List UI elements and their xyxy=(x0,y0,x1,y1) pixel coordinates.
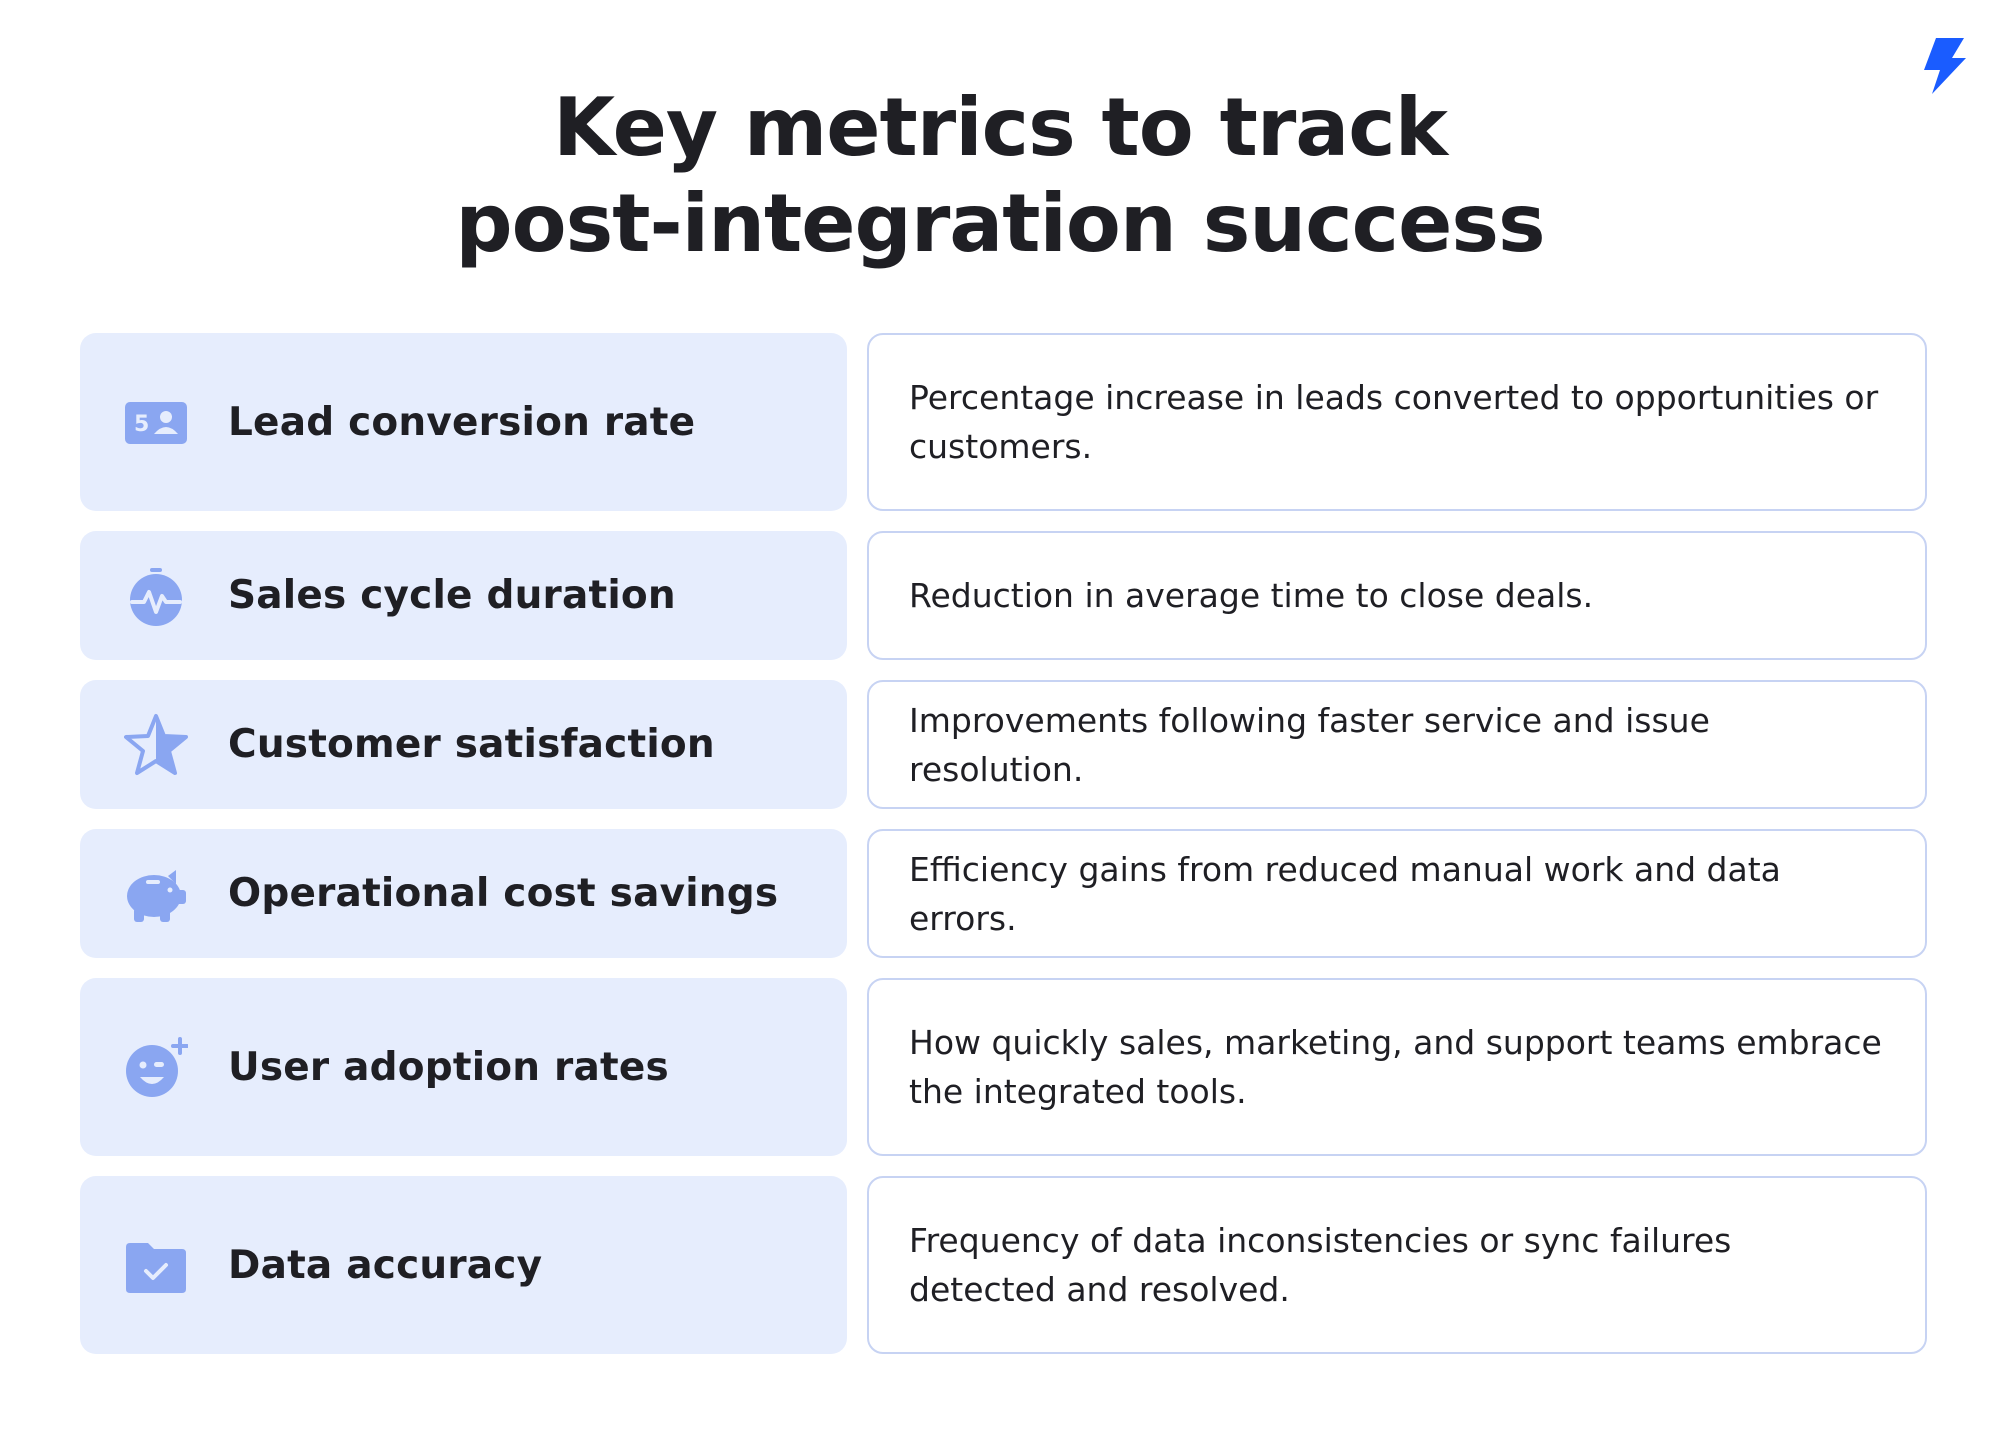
metric-label-card: 5 Lead conversion rate xyxy=(80,333,847,511)
lightning-logo-icon xyxy=(1918,38,1968,94)
metrics-table: 5 Lead conversion rate Percentage increa… xyxy=(80,333,1927,1374)
metric-row: Sales cycle duration Reduction in averag… xyxy=(80,531,1927,660)
metric-description: Reduction in average time to close deals… xyxy=(909,576,1594,615)
folder-check-icon xyxy=(124,1233,188,1297)
id-card-icon: 5 xyxy=(124,390,188,454)
page-title: Key metrics to track post-integration su… xyxy=(0,80,2000,272)
metric-label: Lead conversion rate xyxy=(228,399,696,445)
metric-label-card: Data accuracy xyxy=(80,1176,847,1354)
metric-description-card: Efficiency gains from reduced manual wor… xyxy=(867,829,1927,958)
metric-description: Frequency of data inconsistencies or syn… xyxy=(909,1221,1732,1309)
metric-row: Operational cost savings Efficiency gain… xyxy=(80,829,1927,958)
metric-label: Sales cycle duration xyxy=(228,573,676,618)
metric-label-card: User adoption rates xyxy=(80,978,847,1156)
metric-label: Data accuracy xyxy=(228,1242,543,1288)
metric-row: Data accuracy Frequency of data inconsis… xyxy=(80,1176,1927,1354)
metric-row: User adoption rates How quickly sales, m… xyxy=(80,978,1927,1156)
metric-row: 5 Lead conversion rate Percentage increa… xyxy=(80,333,1927,511)
metric-description: Efficiency gains from reduced manual wor… xyxy=(909,849,1781,938)
svg-text:5: 5 xyxy=(134,412,149,437)
title-line-1: Key metrics to track xyxy=(553,81,1448,174)
metric-label-card: Sales cycle duration xyxy=(80,531,847,660)
metric-label-card: Operational cost savings xyxy=(80,829,847,958)
metric-description-card: Reduction in average time to close deals… xyxy=(867,531,1927,660)
metric-description-card: Percentage increase in leads converted t… xyxy=(867,333,1927,511)
title-line-2: post-integration success xyxy=(455,177,1545,270)
metric-row: Customer satisfaction Improvements follo… xyxy=(80,680,1927,809)
smiley-plus-icon xyxy=(124,1035,188,1099)
metric-description: Improvements following faster service an… xyxy=(909,700,1710,789)
metric-description-card: How quickly sales, marketing, and suppor… xyxy=(867,978,1927,1156)
metric-label: Customer satisfaction xyxy=(228,722,715,767)
metric-description-card: Frequency of data inconsistencies or syn… xyxy=(867,1176,1927,1354)
star-icon xyxy=(124,713,188,777)
metric-description: Percentage increase in leads converted t… xyxy=(909,378,1879,466)
metric-description: How quickly sales, marketing, and suppor… xyxy=(909,1023,1882,1111)
metric-description-card: Improvements following faster service an… xyxy=(867,680,1927,809)
piggy-bank-icon xyxy=(124,862,188,926)
metric-label: Operational cost savings xyxy=(228,871,779,916)
metric-label: User adoption rates xyxy=(228,1044,669,1090)
stopwatch-pulse-icon xyxy=(124,564,188,628)
metric-label-card: Customer satisfaction xyxy=(80,680,847,809)
